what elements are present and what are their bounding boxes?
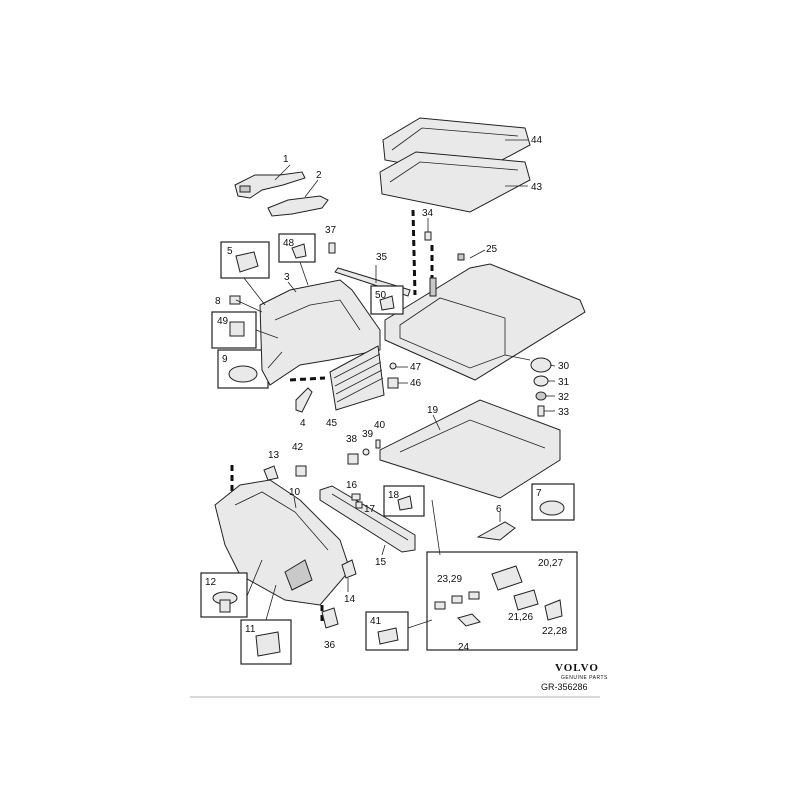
part-1-bracket xyxy=(234,171,306,199)
part-3-side-panel xyxy=(259,279,381,386)
callout-4: 4 xyxy=(300,418,306,429)
part-34-clip xyxy=(424,231,432,241)
callout-10: 10 xyxy=(289,487,301,498)
part-14-clip xyxy=(341,559,357,579)
callout-2: 2 xyxy=(316,170,322,181)
callout-1: 1 xyxy=(283,154,289,165)
callout-31: 31 xyxy=(558,377,570,388)
callout-25: 25 xyxy=(486,244,498,255)
callout-7: 7 xyxy=(536,488,542,499)
callout-11: 11 xyxy=(245,624,256,635)
part-33-screw xyxy=(537,405,545,417)
part-45-grille xyxy=(329,345,385,411)
detail-box-41 xyxy=(365,611,409,651)
part-2-trim-strip xyxy=(267,195,329,217)
part-30-cap xyxy=(530,357,552,373)
brand-logo: VOLVO xyxy=(555,662,599,674)
part-23-29-block xyxy=(434,601,446,610)
part-40-pin xyxy=(375,439,381,449)
callout-13: 13 xyxy=(268,450,280,461)
callout-39: 39 xyxy=(362,429,374,440)
callout-20-27: 20,27 xyxy=(538,558,563,569)
part-15-sill-strip xyxy=(319,485,416,553)
part-20-27-block xyxy=(491,565,523,591)
callout-18: 18 xyxy=(388,490,400,501)
callout-21-26: 21,26 xyxy=(508,612,533,623)
callout-33: 33 xyxy=(558,407,570,418)
callout-44: 44 xyxy=(531,135,543,146)
part-39-washer xyxy=(362,448,370,456)
callout-32: 32 xyxy=(558,392,570,403)
callout-15: 15 xyxy=(375,557,387,568)
callout-35: 35 xyxy=(376,252,388,263)
part-17-clip xyxy=(355,501,363,509)
part-37-clip xyxy=(328,242,336,254)
callout-6: 6 xyxy=(496,504,502,515)
callout-38: 38 xyxy=(346,434,358,445)
callout-24: 24 xyxy=(458,642,470,653)
callout-36: 36 xyxy=(324,640,336,651)
part-23-29-block xyxy=(451,595,463,604)
part-24-pad xyxy=(457,613,481,627)
part-42-clip xyxy=(295,465,307,477)
brand-subtitle: GENUINE PARTS xyxy=(561,675,608,681)
part-22-28-block xyxy=(544,599,563,621)
part-19-floor-panel xyxy=(379,399,561,499)
callout-47: 47 xyxy=(410,362,422,373)
callout-12: 12 xyxy=(205,577,217,588)
callout-37: 37 xyxy=(325,225,337,236)
callout-3: 3 xyxy=(284,272,290,283)
callout-43: 43 xyxy=(531,182,543,193)
callout-49: 49 xyxy=(217,316,229,327)
callout-50: 50 xyxy=(375,290,387,301)
callout-40: 40 xyxy=(374,420,386,431)
part-13-clip xyxy=(263,465,279,481)
callout-5: 5 xyxy=(227,246,233,257)
callout-46: 46 xyxy=(410,378,422,389)
part-38-clip xyxy=(347,453,359,465)
part-8-clip xyxy=(229,295,241,305)
callout-45: 45 xyxy=(326,418,338,429)
callout-14: 14 xyxy=(344,594,356,605)
callout-41: 41 xyxy=(370,616,382,627)
callout-9: 9 xyxy=(222,354,228,365)
part-32-nut xyxy=(535,391,547,401)
callout-17: 17 xyxy=(364,504,376,515)
part-4-strip xyxy=(295,387,313,413)
part-21-26-block xyxy=(513,589,539,611)
callout-22-28: 22,28 xyxy=(542,626,567,637)
callout-16: 16 xyxy=(346,480,358,491)
part-47-screw xyxy=(389,362,397,370)
callout-34: 34 xyxy=(422,208,434,219)
part-31-washer xyxy=(533,375,549,387)
part-36-clip xyxy=(321,607,339,629)
part-46-clip xyxy=(387,377,399,389)
part-16-clip xyxy=(351,493,361,501)
diagram-reference: GR-356286 xyxy=(541,682,588,692)
callout-48: 48 xyxy=(283,238,295,249)
callout-30: 30 xyxy=(558,361,570,372)
callout-42: 42 xyxy=(292,442,304,453)
callout-23-29: 23,29 xyxy=(437,574,462,585)
dashed-leader xyxy=(411,209,417,296)
dashed-leader xyxy=(289,376,326,382)
callout-8: 8 xyxy=(215,296,221,307)
part-23-29-block xyxy=(468,591,480,600)
part-6-wedge xyxy=(476,521,516,541)
part-43-floor-mat xyxy=(379,151,531,213)
callout-19: 19 xyxy=(427,405,439,416)
